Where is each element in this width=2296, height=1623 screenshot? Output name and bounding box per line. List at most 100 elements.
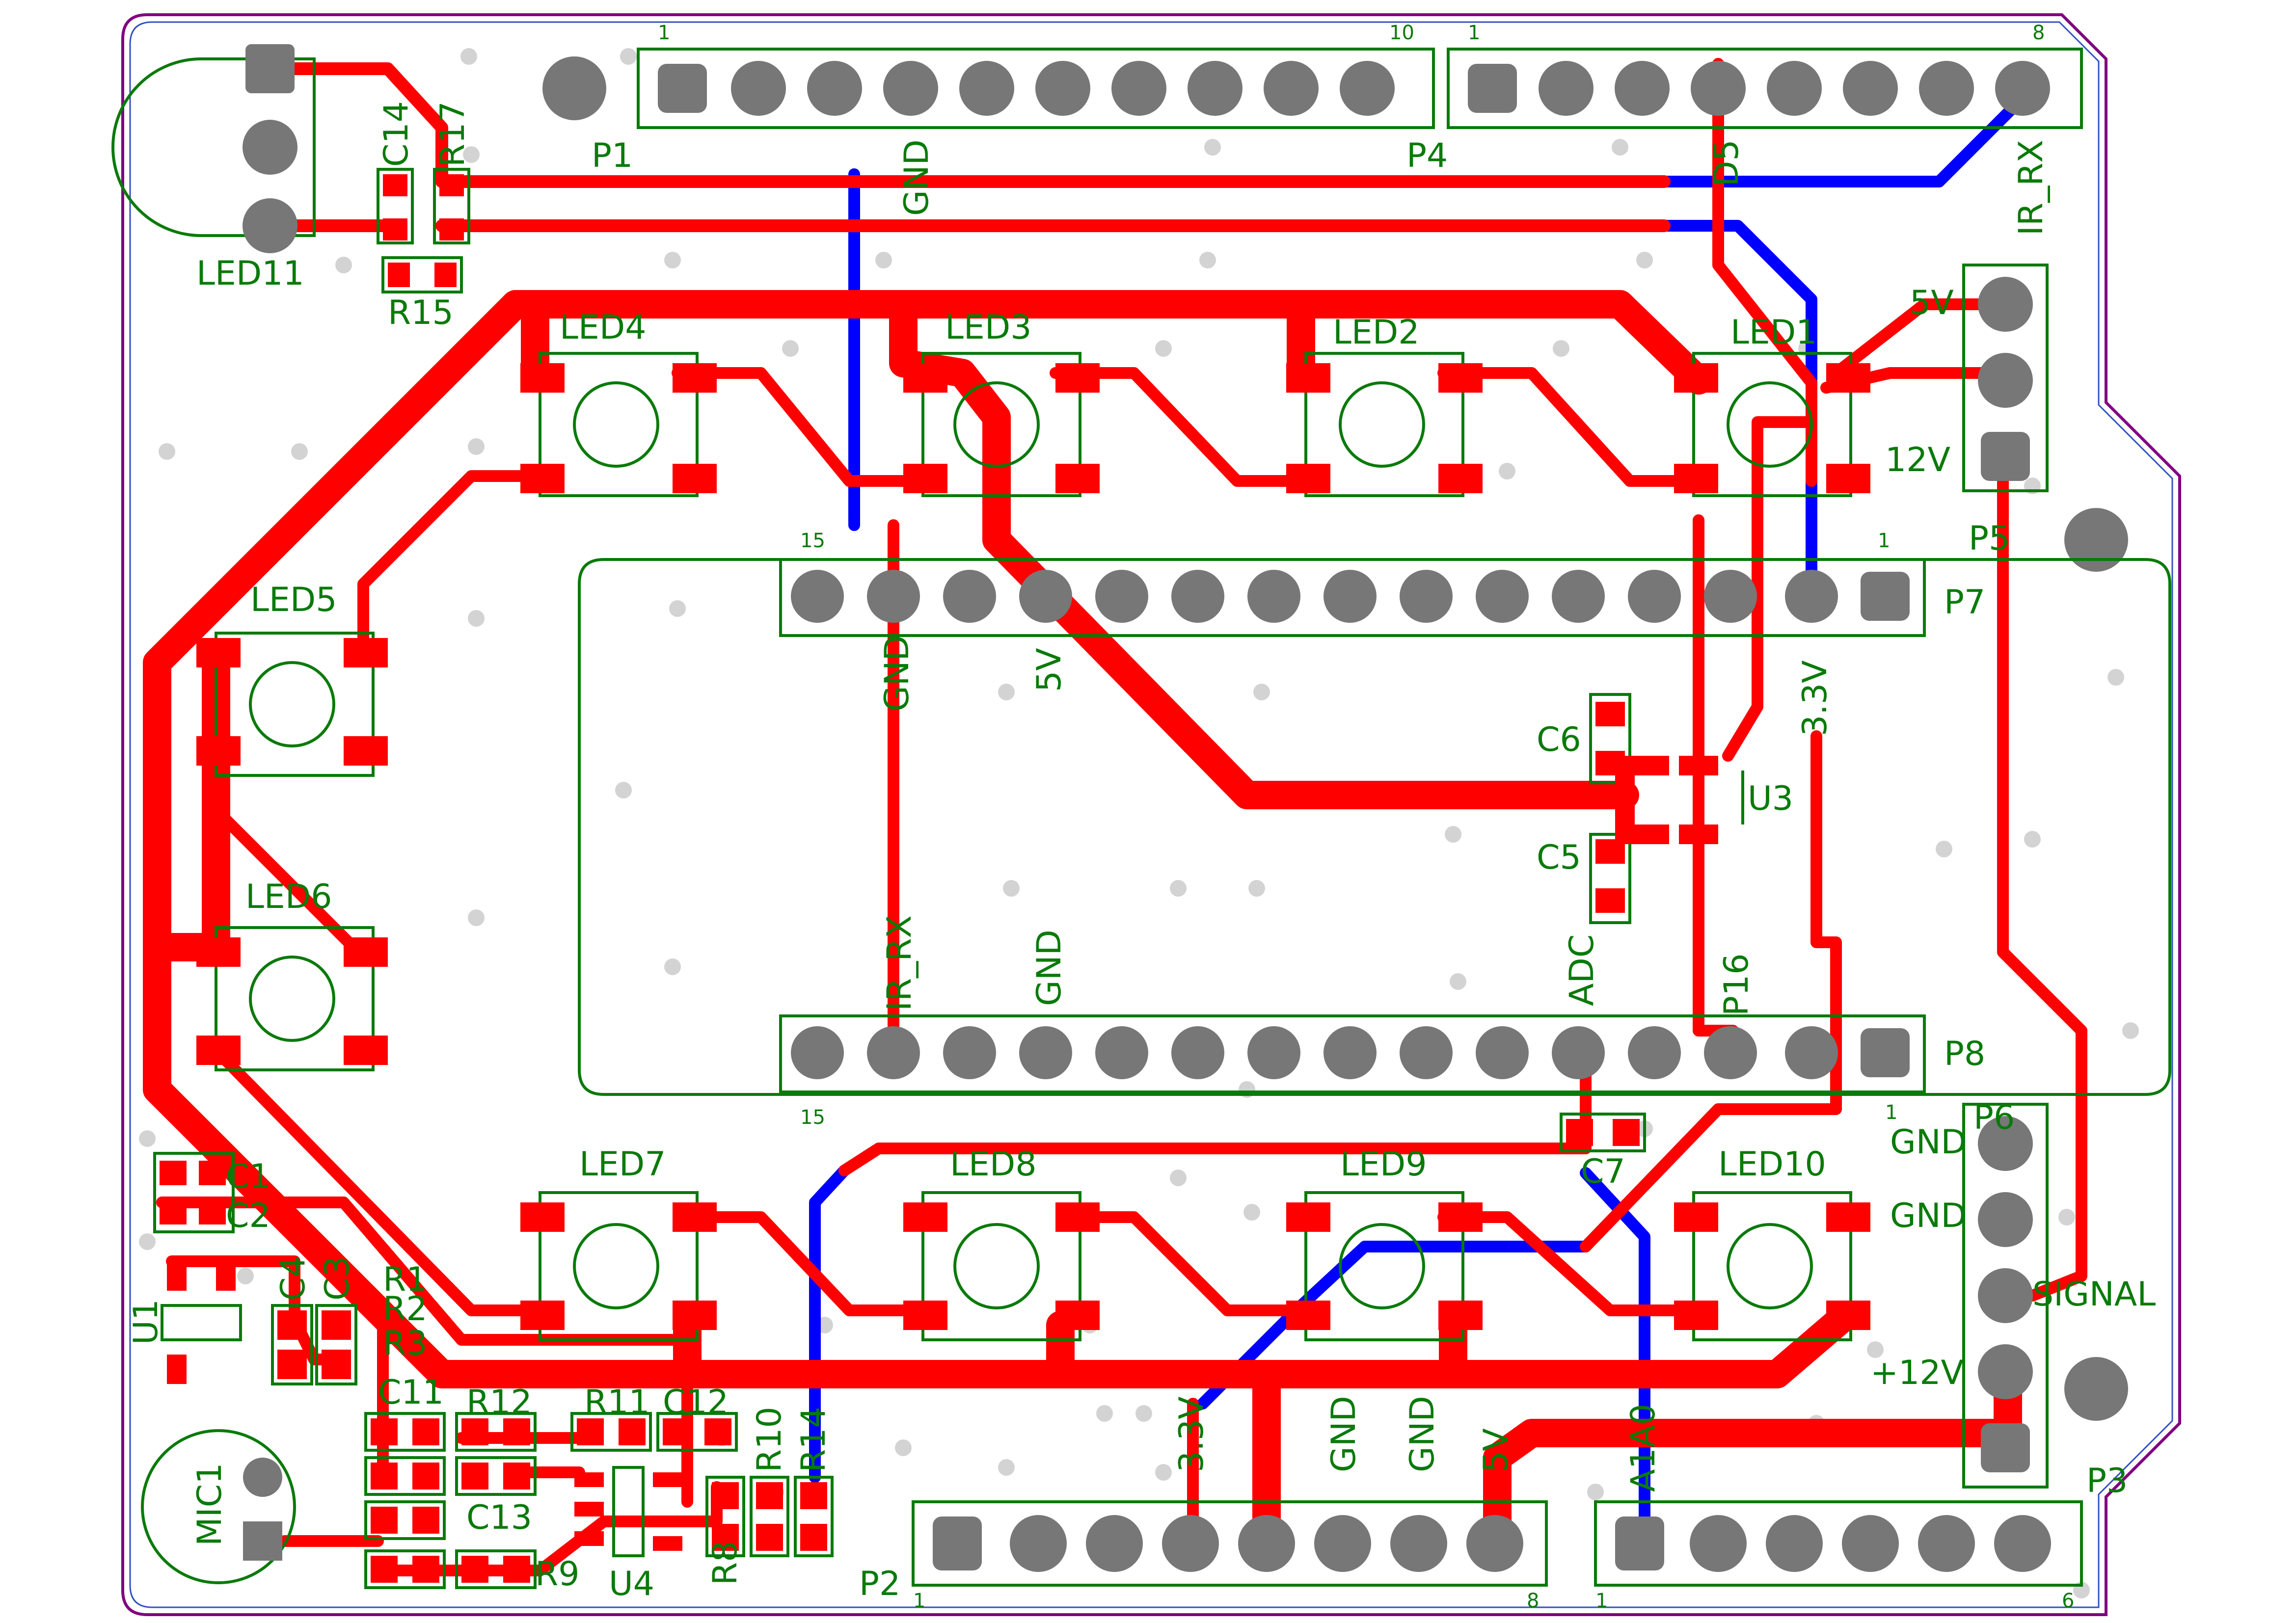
- header-p5[interactable]: [1962, 264, 2049, 492]
- label-led4: LED4: [560, 308, 646, 347]
- svg-text:GND: GND: [1890, 1123, 1967, 1162]
- svg-text:IR_RX: IR_RX: [2012, 140, 2051, 236]
- svg-text:SIGNAL: SIGNAL: [2032, 1275, 2156, 1314]
- label-u1: U1: [127, 1299, 165, 1345]
- svg-text:3.3V: 3.3V: [1172, 1396, 1211, 1472]
- svg-text:1: 1: [1468, 22, 1480, 44]
- label-r2: R2: [383, 1290, 428, 1329]
- svg-text:1: 1: [658, 22, 670, 44]
- smd-passives: [141, 168, 1744, 1589]
- label-r11: R11: [584, 1383, 650, 1422]
- svg-text:8: 8: [2032, 22, 2045, 44]
- led-6: [196, 926, 388, 1071]
- svg-text:+12V: +12V: [1870, 1354, 1964, 1392]
- svg-text:6: 6: [2062, 1590, 2074, 1612]
- svg-text:A0: A0: [1624, 1404, 1663, 1448]
- svg-text:GND: GND: [1890, 1197, 1967, 1235]
- svg-text:15: 15: [800, 530, 825, 552]
- label-r3: R3: [383, 1324, 428, 1363]
- label-led2: LED2: [1333, 313, 1419, 352]
- svg-text:1: 1: [1878, 530, 1890, 552]
- svg-text:A1: A1: [1624, 1448, 1663, 1492]
- header-p7[interactable]: [779, 558, 1926, 637]
- svg-text:12V: 12V: [1885, 441, 1950, 479]
- led-4: [520, 352, 717, 497]
- label-p8: P8: [1944, 1035, 1985, 1073]
- label-c5: C5: [1537, 838, 1581, 877]
- svg-text:GND: GND: [897, 139, 936, 216]
- svg-text:ADC: ADC: [1563, 934, 1601, 1006]
- label-c12: C12: [663, 1383, 729, 1422]
- svg-text:10: 10: [1389, 22, 1414, 44]
- label-u3: U3: [1748, 779, 1793, 818]
- label-led9: LED9: [1340, 1145, 1427, 1184]
- svg-text:3.3V: 3.3V: [1796, 660, 1835, 736]
- header-p2[interactable]: [912, 1500, 1548, 1587]
- label-r12: R12: [466, 1383, 532, 1422]
- led-1: [1674, 352, 1870, 497]
- board-outline: [121, 13, 2181, 1616]
- header-p1[interactable]: [637, 48, 1435, 129]
- label-c7: C7: [1581, 1152, 1625, 1191]
- label-r10: R10: [750, 1407, 789, 1472]
- svg-text:GND: GND: [1403, 1396, 1442, 1472]
- header-p4[interactable]: [1447, 48, 2083, 129]
- label-c3: C3: [318, 1256, 357, 1301]
- label-p1: P1: [592, 136, 633, 175]
- led-9: [1286, 1191, 1483, 1341]
- svg-text:D5: D5: [1707, 139, 1746, 186]
- label-led6: LED6: [245, 878, 332, 916]
- led-3: [903, 352, 1100, 497]
- label-led11: LED11: [196, 254, 304, 293]
- label-led8: LED8: [950, 1145, 1036, 1184]
- label-c13: C13: [466, 1498, 532, 1537]
- svg-text:5V: 5V: [1030, 648, 1069, 692]
- label-led10: LED10: [1718, 1145, 1826, 1184]
- svg-text:1: 1: [1595, 1590, 1608, 1612]
- label-led7: LED7: [579, 1145, 666, 1184]
- label-led5: LED5: [250, 581, 337, 619]
- header-p6[interactable]: [1962, 1103, 2049, 1489]
- label-mic1: MIC1: [190, 1463, 229, 1546]
- label-p3: P3: [2086, 1462, 2128, 1500]
- led-2: [1286, 352, 1483, 497]
- svg-text:GND: GND: [878, 635, 917, 712]
- label-c6: C6: [1537, 720, 1581, 759]
- led-7: [520, 1191, 717, 1341]
- svg-text:GND: GND: [1030, 930, 1069, 1006]
- label-c4: C4: [274, 1256, 313, 1301]
- svg-text:5V: 5V: [1910, 284, 1954, 322]
- label-r15: R15: [388, 293, 454, 332]
- label-p2: P2: [859, 1565, 900, 1603]
- label-led3: LED3: [945, 308, 1031, 347]
- header-p3[interactable]: [1594, 1500, 2083, 1587]
- svg-text:1: 1: [1885, 1101, 1897, 1124]
- label-p16: P16: [1717, 953, 1756, 1016]
- led-footprints: [111, 44, 1870, 1341]
- label-c2: C2: [226, 1197, 270, 1235]
- label-r1: R1: [383, 1260, 428, 1299]
- label-led1: LED1: [1730, 313, 1817, 352]
- label-p5: P5: [1969, 519, 2010, 558]
- header-p8[interactable]: [779, 1014, 1926, 1093]
- svg-text:GND: GND: [1324, 1396, 1363, 1472]
- svg-text:15: 15: [800, 1106, 825, 1129]
- label-c11: C11: [378, 1373, 444, 1412]
- mounting-holes: [542, 56, 2128, 1421]
- led-10: [1674, 1191, 1870, 1341]
- silkscreen-labels: P1 P4 P5 P7 P8 P6 P2 P3 LED1 LED2 LED3 L…: [127, 22, 2156, 1612]
- label-r9: R9: [535, 1555, 580, 1594]
- label-u4: U4: [609, 1565, 654, 1603]
- label-c14: C14: [377, 101, 416, 167]
- svg-text:1: 1: [913, 1590, 925, 1612]
- label-c1: C1: [226, 1157, 270, 1196]
- label-p4: P4: [1406, 136, 1448, 175]
- label-r14: R14: [794, 1407, 833, 1472]
- board-keepout: [129, 21, 2173, 1608]
- led-11: [111, 44, 316, 253]
- label-r17: R17: [433, 101, 472, 167]
- module-outline: [578, 558, 2171, 1096]
- label-p7: P7: [1944, 583, 1985, 622]
- svg-text:8: 8: [1527, 1590, 1539, 1612]
